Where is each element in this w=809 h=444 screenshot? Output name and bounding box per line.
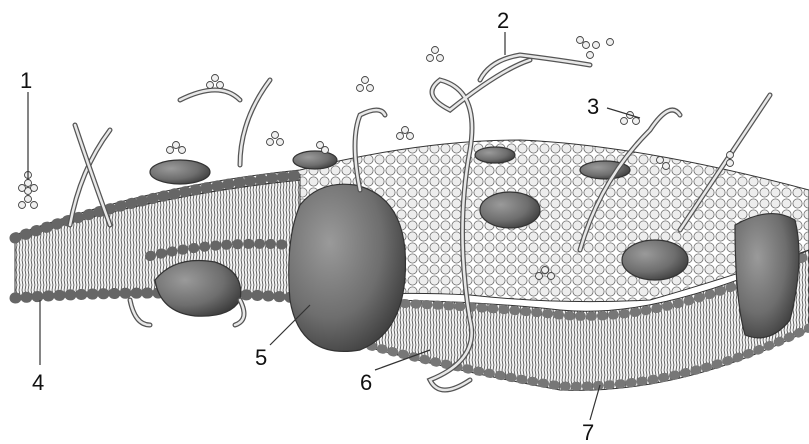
protein-left-lower	[155, 260, 241, 316]
label-4: 4	[32, 370, 44, 395]
label-6: 6	[360, 370, 372, 395]
label-7: 7	[582, 420, 594, 444]
label-2: 2	[497, 8, 509, 33]
label-1: 1	[20, 68, 32, 93]
integral-protein-large	[289, 184, 406, 351]
leader-3	[607, 108, 640, 118]
protein-right	[735, 214, 799, 338]
label-5: 5	[255, 345, 267, 370]
label-3: 3	[587, 94, 599, 119]
